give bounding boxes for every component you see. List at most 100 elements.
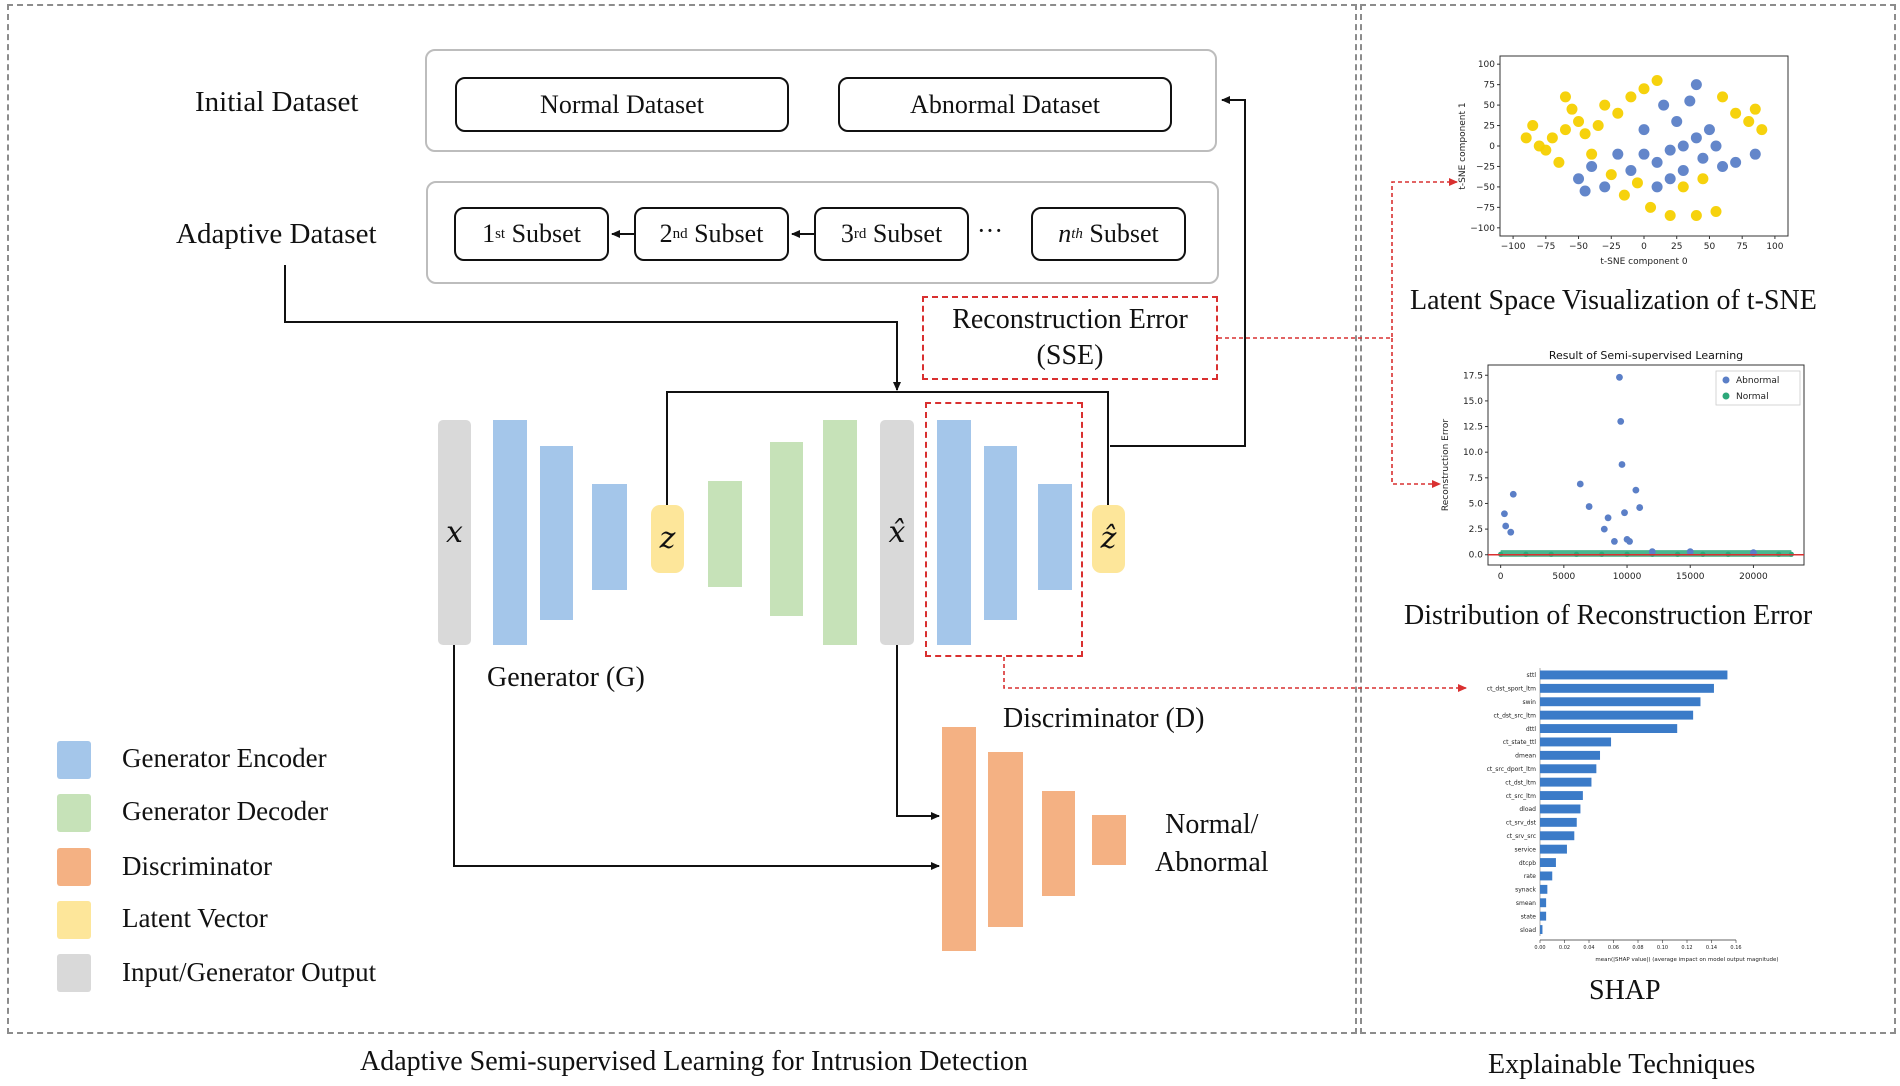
shap-bar-2 [1540,697,1701,707]
tsne-ytick-label-3: −25 [1476,162,1495,172]
tsne-point-s0-27 [1527,120,1539,132]
tsne-point-s1-24 [1677,165,1689,177]
tsne-ylabel: t-SNE component 1 [1458,102,1468,189]
legend-swatch-encoder [57,741,91,779]
tsne-point-s1-7 [1664,144,1676,156]
recon-abnormal-point-1 [1502,522,1510,530]
tsne-ytick-label-4: 0 [1489,142,1495,152]
subset-ellipsis: ··· [977,216,1003,245]
tsne-xtick-label-6: 50 [1704,242,1716,252]
tsne-point-s1-21 [1749,148,1761,160]
shap-label-12: ct_srv_src [1506,833,1536,840]
arrow-xhat-to-discriminator [896,645,940,820]
tsne-point-s1-4 [1625,165,1637,177]
shap-bar-8 [1540,777,1592,787]
shap-xtick-label-2: 0.04 [1583,945,1594,951]
shap-xlabel: mean(|SHAP value|) (average impact on mo… [1595,957,1778,963]
shap-label-3: ct_dst_src_ltm [1493,712,1536,719]
shap-bar-18 [1540,911,1547,921]
tsne-point-s0-5 [1592,120,1604,132]
red-arrow-to-shap [1003,657,1467,692]
tsne-xtick-label-5: 25 [1671,242,1682,252]
recon-legend-abnormal: Abnormal [1736,376,1779,386]
shap-bar-4 [1540,724,1678,733]
shap-label-5: ct_state_ttl [1503,739,1537,746]
shap-bar-11 [1540,817,1577,827]
recon-ytick-label-3: 7.5 [1469,474,1483,484]
shap-label-18: state [1521,913,1537,920]
normal-dataset-box: Normal Dataset [455,77,789,132]
tsne-point-s0-17 [1645,201,1657,213]
tsne-point-s1-2 [1586,160,1598,172]
subset-3-text: Subset [872,219,943,248]
line-z-to-encoder [666,391,1109,505]
legend-label-encoder: Generator Encoder [122,743,327,773]
shap-xtick-label-0: 0.00 [1534,945,1545,951]
legend-label-latent: Latent Vector [122,903,268,933]
reconstruction-error-text: Reconstruction Error (SSE) [922,302,1218,374]
generator-decoder-layer-3 [823,420,857,645]
tsne-xtick-label-7: 75 [1736,242,1747,252]
shap-label-2: swin [1522,699,1536,706]
initial-dataset-label: Initial Dataset [195,86,359,118]
subset-2-text: Subset [694,219,764,248]
symbol-z-hat: ẑ [1100,520,1117,556]
recon-abnormal-point-5 [1585,503,1593,510]
shap-bar-6 [1540,750,1601,760]
legend-label-io: Input/Generator Output [122,957,377,987]
shap-label-9: ct_src_ltm [1506,793,1536,800]
tsne-point-s0-25 [1749,103,1761,115]
tsne-point-s0-1 [1546,132,1558,144]
shap-label-10: dload [1519,806,1536,813]
reconstruction-error-line2: (SSE) [1036,340,1104,371]
input-x-block [438,420,471,645]
shap-label-4: dttl [1526,726,1537,733]
latent-z-hat-block [1092,505,1125,573]
tsne-point-s1-6 [1651,156,1663,168]
tsne-point-s1-14 [1671,115,1683,127]
tsne-point-s1-10 [1703,124,1715,136]
tsne-point-s1-8 [1677,140,1689,152]
recon-abnormal-point-4 [1576,480,1584,488]
recon-legend: Abnormal Normal [1715,370,1801,406]
shap-xtick-label-7: 0.14 [1706,945,1717,951]
shap-bar-13 [1540,844,1567,854]
legend-swatch-discriminator [57,848,91,886]
recon-abnormal-point-8 [1611,538,1618,545]
shap-label-0: sttl [1527,672,1537,679]
tsne-point-s0-31 [1697,173,1709,185]
shap-label-1: ct_dst_sport_ltm [1487,686,1536,693]
shap-bar-14 [1540,858,1556,867]
recon-abnormal-point-6 [1600,525,1608,533]
tsne-point-s0-16 [1618,189,1630,201]
tsne-point-s1-17 [1690,79,1702,91]
discriminator-label: Discriminator (D) [1003,703,1205,734]
discriminator-layer-2 [988,752,1023,927]
recon-xtick-label-1: 5000 [1552,572,1575,582]
legend-swatch-io [57,954,91,992]
tsne-point-s0-12 [1540,144,1552,156]
abnormal-dataset-box: Abnormal Dataset [838,77,1172,132]
shap-bar-16 [1540,884,1548,894]
tsne-point-s0-20 [1710,205,1722,217]
shap-xtick-label-1: 0.02 [1559,945,1570,951]
red-arrow-to-tsne [1218,178,1458,339]
subset-1-sup: st [495,225,506,242]
tsne-point-s0-10 [1599,99,1611,111]
tsne-ytick-label-0: −100 [1470,224,1495,234]
recon-xtick-label-2: 10000 [1613,572,1642,582]
shap-xtick-label-4: 0.08 [1632,945,1643,951]
tsne-point-s1-22 [1599,181,1611,193]
subset-n-text: Subset [1089,219,1159,248]
tsne-point-s0-6 [1612,107,1624,119]
subset-n-num: n [1058,219,1072,248]
tsne-point-s0-21 [1677,181,1689,193]
tsne-point-s0-13 [1553,156,1565,168]
tsne-point-s1-3 [1612,148,1624,160]
shap-xtick-label-6: 0.12 [1681,945,1692,951]
reconstruction-error-line1: Reconstruction Error [952,304,1188,335]
tsne-point-s0-8 [1638,83,1650,95]
recon-ytick-label-2: 5.0 [1469,499,1484,509]
